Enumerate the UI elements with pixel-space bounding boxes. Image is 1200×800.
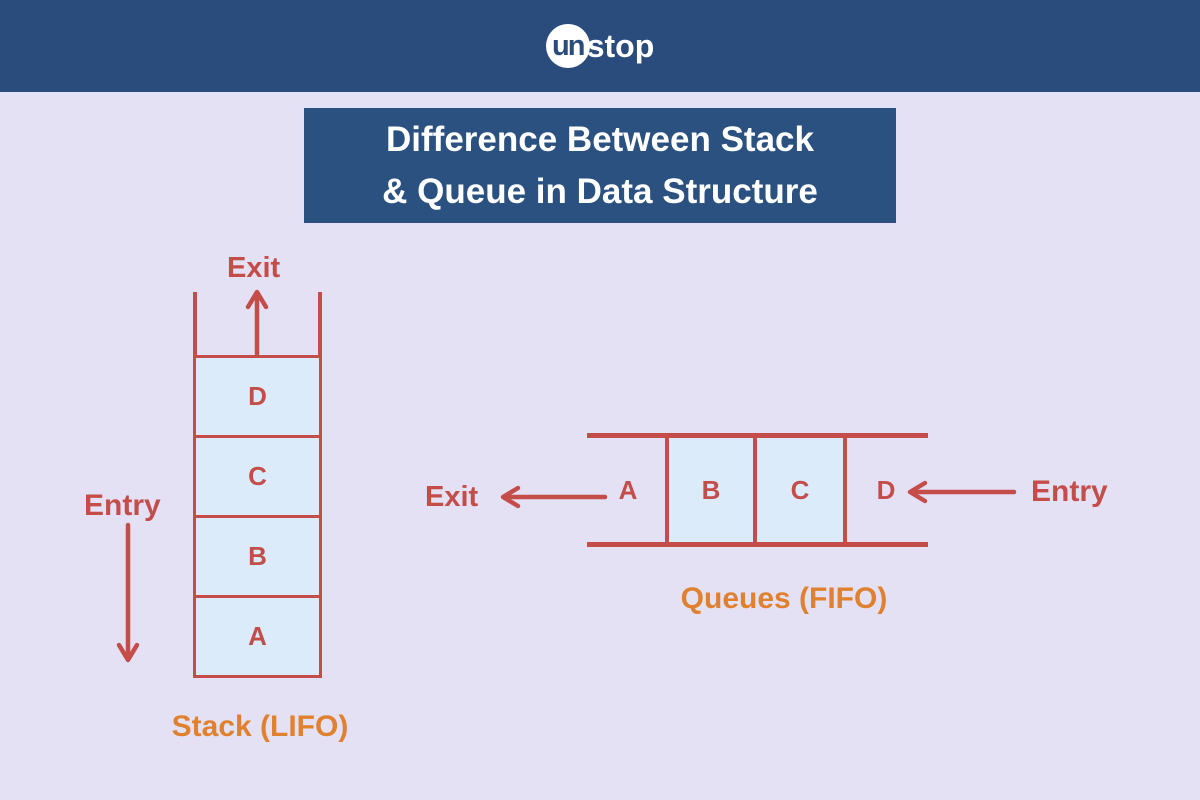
stack-caption: Stack (LIFO) [171,710,349,743]
unstop-logo-prefix: un [552,29,585,62]
title-banner: Difference Between Stack & Queue in Data… [304,108,896,223]
stack-cell-letter: D [248,381,267,411]
stack-cell-b: B [193,515,322,598]
queue-slot-d: D [847,438,925,542]
stack-cells: D C B A [193,355,322,678]
unstop-logo-circle: un [545,24,590,68]
queue-divider-1 [665,433,669,547]
stack-entry-down-arrow-icon [116,522,140,663]
queue-slot-a: A [591,438,665,542]
stack-cell-letter: B [248,541,267,571]
stack-entry-label: Entry [84,489,161,522]
stack-cell-a: A [193,595,322,678]
unstop-logo: un stop [545,24,655,68]
queue-top-rail [587,433,928,438]
queue-slot-letter: A [618,474,638,505]
queue-entry-left-arrow-icon [907,480,1017,504]
queue-slot-letter: C [790,474,810,505]
stack-exit-up-arrow-icon [245,289,269,357]
queue-divider-2 [753,433,757,547]
queue-exit-left-arrow-icon [500,485,608,509]
header-bar: un stop [0,0,1200,92]
queue-slot-letter: D [876,474,896,505]
queue-slot-letter: B [701,474,721,505]
queue-cell-fill-c [757,438,843,542]
stack-cell-d: D [193,355,322,438]
title-line-1: Difference Between Stack [386,119,814,159]
stack-cell-letter: C [248,461,267,491]
queue-slot-b: B [669,438,753,542]
stack-cell-c: C [193,435,322,518]
queue-bottom-rail [587,542,928,547]
stack-left-wall [193,292,197,358]
stack-right-wall [318,292,322,358]
queue-divider-3 [843,433,847,547]
queue-slot-c: C [757,438,843,542]
stack-exit-label: Exit [227,252,281,284]
title-line-2: & Queue in Data Structure [382,171,818,211]
queue-cell-fill-b [669,438,753,542]
queue-caption: Queues (FIFO) [680,582,888,615]
queue-exit-label: Exit [425,481,479,513]
queue-entry-label: Entry [1031,475,1108,508]
stack-cell-letter: A [248,621,267,651]
unstop-logo-suffix: stop [586,27,655,64]
